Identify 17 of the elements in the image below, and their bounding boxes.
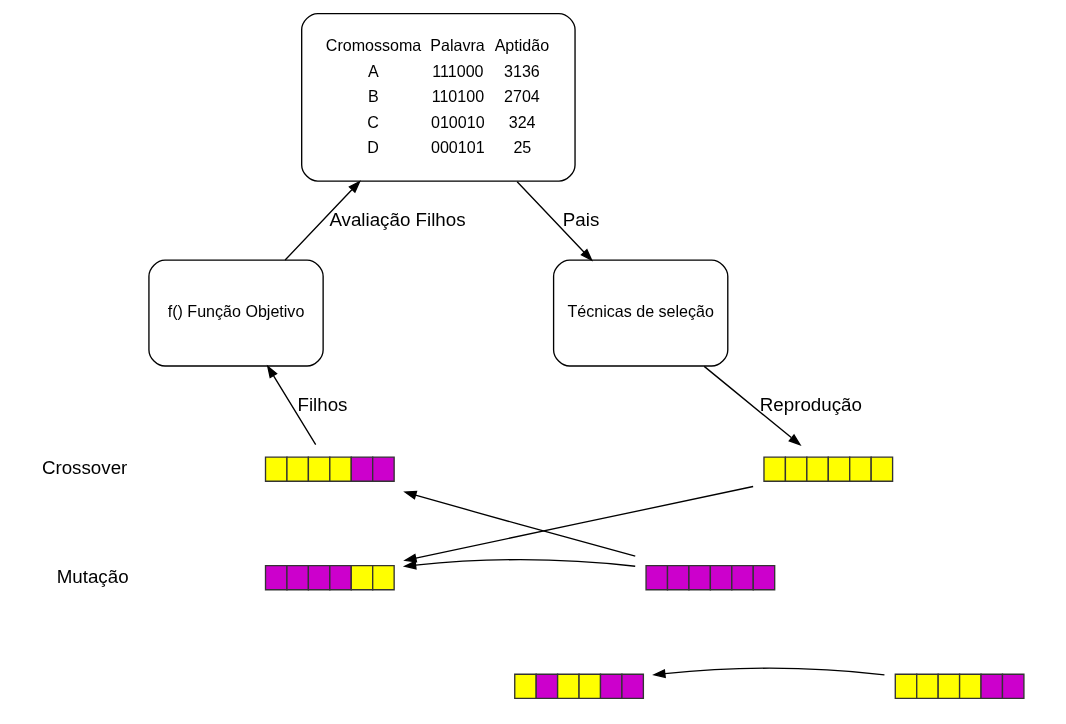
arrow [266,364,316,446]
arrow [402,559,636,570]
node-box: f() Função Objetivo [147,259,324,367]
edge-label: Avaliação Filhos [328,208,466,230]
arrow [402,490,636,557]
edge-label: Pais [562,208,599,230]
node-box: Técnicas de seleção [552,259,728,367]
arrow [283,180,361,261]
label: Crossover [41,457,127,479]
arrow [703,365,802,446]
arrow [651,667,885,679]
arrow [402,485,754,563]
arrow [516,181,593,262]
edge-label: Reprodução [759,393,862,415]
label: Mutação [56,565,129,587]
node-box: Cromossoma Palavra Aptidão A 111000 3136 B 110100 2704 C 010010 324 D 000101 25 [300,12,576,182]
edge-label: Filhos [296,393,347,415]
